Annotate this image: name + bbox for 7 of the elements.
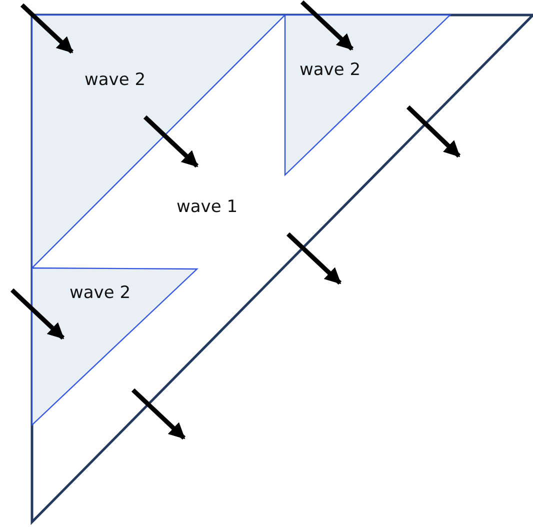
region-label: wave 2: [69, 283, 131, 303]
triangle-region: [32, 15, 533, 522]
shaded-triangle: [285, 15, 450, 175]
region-label: wave 2: [84, 70, 146, 90]
region-label: wave 2: [299, 60, 361, 80]
shaded-triangle: [32, 268, 197, 425]
region-label: wave 1: [176, 197, 238, 217]
